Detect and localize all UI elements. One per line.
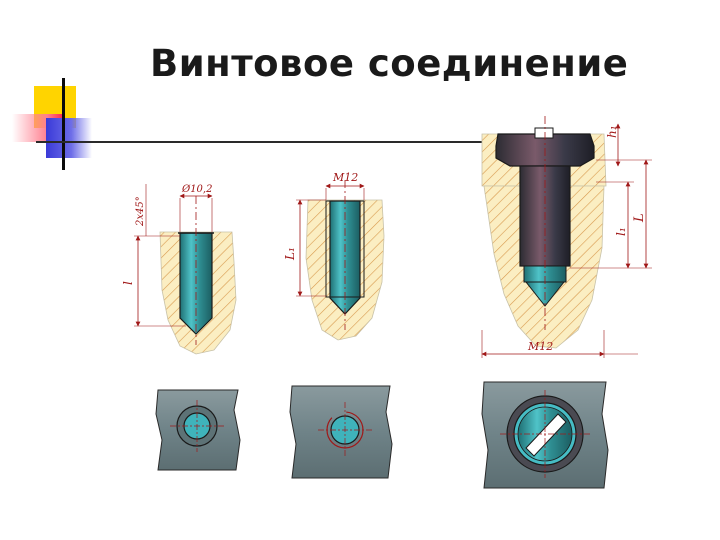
drilled-hole-view (134, 184, 237, 355)
d2-thread-label: M12 (332, 171, 358, 184)
threaded-hole-view (296, 180, 385, 341)
slide-title: Винтовое соединение (150, 42, 629, 85)
d3-L-label: L (632, 213, 647, 223)
decor-blue-square (46, 118, 92, 158)
decor-vertical-line (62, 78, 65, 170)
d1-diameter-label: Ø10,2 (181, 184, 212, 195)
plan-view-screw-head (481, 381, 609, 489)
screw-assembly-view (481, 116, 652, 358)
plan-view-threaded (289, 385, 393, 479)
d3-head-label: h₁ (605, 125, 619, 138)
plan-view-drilled (155, 389, 241, 471)
decor-horizontal-line (36, 141, 486, 143)
d3-l1-label: l₁ (614, 227, 628, 236)
d3-thread-label: M12 (527, 340, 553, 353)
d2-length-label: L₁ (283, 247, 297, 261)
d1-length-label: l (121, 281, 135, 285)
d1-chamfer-label: 2x45° (135, 196, 146, 227)
